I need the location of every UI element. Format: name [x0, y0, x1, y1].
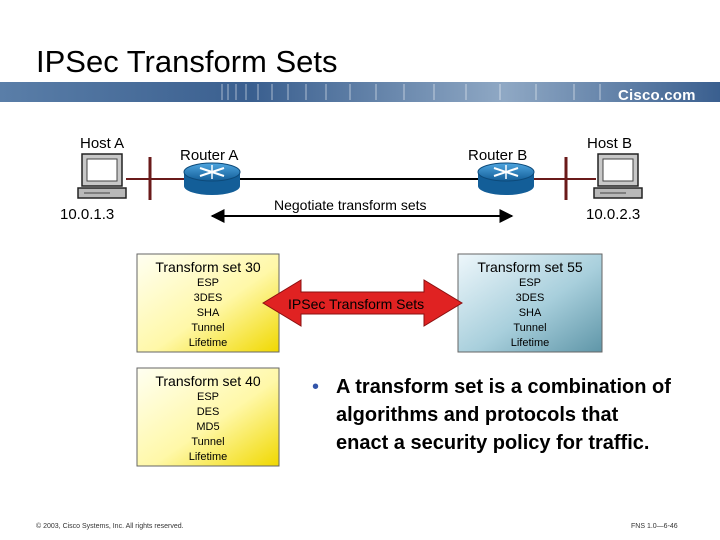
transform-set-55-items: ESP 3DES SHA Tunnel Lifetime — [458, 276, 602, 351]
transform-set-55-box — [457, 253, 603, 353]
bullet-text: A transform set is a combination of algo… — [336, 376, 671, 454]
negotiate-label: Negotiate transform sets — [274, 197, 427, 213]
list-item: Lifetime — [510, 337, 550, 349]
transform-set-40-box — [136, 367, 280, 467]
copyright-footer: © 2003, Cisco Systems, Inc. All rights r… — [36, 523, 184, 530]
transform-set-40-items: ESP DES MD5 Tunnel Lifetime — [137, 390, 279, 465]
transform-set-30-title: Transform set 30 — [155, 259, 261, 275]
list-item: SHA — [196, 307, 220, 319]
router-b-label: Router B — [468, 147, 528, 164]
ipsec-arrow-label: IPSec Transform Sets — [288, 296, 425, 312]
list-item: SHA — [518, 307, 542, 319]
list-item: ESP — [518, 277, 541, 289]
slide-number: FNS 1.0—6-46 — [631, 523, 678, 530]
list-item: Lifetime — [188, 337, 228, 349]
transform-set-40-title: Transform set 40 — [155, 373, 261, 389]
router-icon — [477, 162, 535, 195]
router-a-label: Router A — [180, 147, 239, 164]
transform-set-30-items: ESP 3DES SHA Tunnel Lifetime — [137, 276, 279, 351]
list-item: Tunnel — [191, 322, 225, 334]
host-b-ip: 10.0.2.3 — [586, 206, 641, 223]
list-item: ESP — [196, 277, 219, 289]
transform-set-30-box — [136, 253, 280, 353]
host-b-label: Host B — [587, 135, 633, 152]
router-icon — [183, 162, 241, 195]
bullet-marker: • — [312, 376, 320, 398]
header-band — [0, 82, 720, 102]
desktop-computer-icon — [593, 153, 643, 199]
list-item: Lifetime — [188, 451, 228, 463]
desktop-computer-icon — [77, 153, 127, 199]
host-a-label: Host A — [80, 135, 125, 152]
header-stripes — [221, 84, 601, 100]
cisco-brand: Cisco.com — [618, 87, 696, 104]
list-item: MD5 — [196, 421, 220, 433]
list-item: ESP — [196, 391, 219, 403]
transform-set-55-title: Transform set 55 — [477, 259, 583, 275]
host-a-ip: 10.0.1.3 — [60, 206, 115, 223]
list-item: 3DES — [193, 292, 223, 304]
page-title: IPSec Transform Sets — [36, 44, 338, 79]
ipsec-transform-arrow — [262, 279, 463, 327]
list-item: DES — [196, 406, 220, 418]
list-item: Tunnel — [191, 436, 225, 448]
list-item: Tunnel — [513, 322, 547, 334]
list-item: 3DES — [515, 292, 545, 304]
